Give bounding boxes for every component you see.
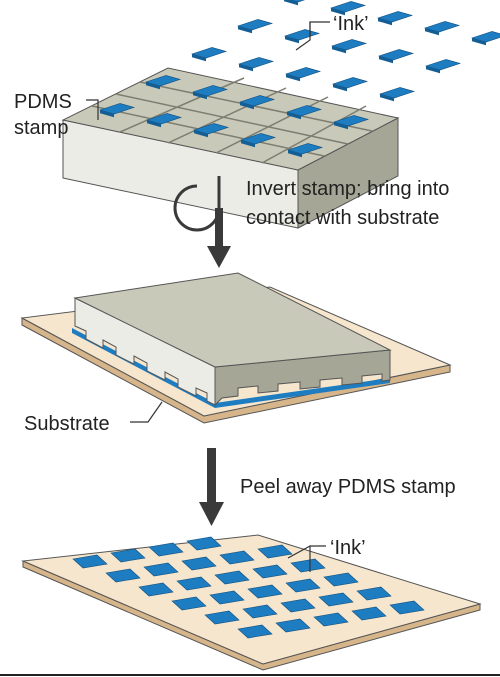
ink-dot [290, 558, 326, 573]
ink-dot [323, 572, 359, 587]
stamp-top-face-inverted [73, 272, 392, 368]
ink-post [238, 95, 276, 110]
ink-post [145, 113, 183, 128]
ink-dot [275, 618, 311, 633]
ink-dot [285, 578, 321, 593]
step1-label-line1: Invert stamp; bring into [246, 178, 449, 200]
ink-dot [219, 550, 255, 565]
ink-dot [171, 596, 207, 611]
stamp-front-face-inverted [74, 297, 216, 406]
ink-dot [280, 598, 316, 613]
ink-dot [138, 582, 174, 597]
ink-post [237, 57, 275, 72]
ink-dot [318, 592, 354, 607]
ink-dot [242, 604, 278, 619]
ink-post [378, 87, 416, 102]
ink-label-top: ‘Ink’ [333, 13, 369, 35]
ink-post [98, 103, 136, 118]
ink-dot [181, 556, 217, 571]
ink-post [283, 29, 321, 44]
final-substrate-top [21, 534, 482, 665]
ink-post [236, 19, 274, 34]
patterned-substrate [21, 534, 482, 671]
ink-post [423, 21, 461, 36]
substrate-label: Substrate [24, 413, 110, 435]
down-arrow-icon-2 [199, 448, 224, 526]
ink-post [192, 123, 230, 138]
ink-post [424, 59, 462, 74]
transferred-ink-side [215, 378, 390, 408]
ink-post [190, 47, 228, 62]
pdms-label-line1: PDMS [14, 91, 72, 113]
ink-dot [313, 612, 349, 627]
ink-dot [110, 548, 146, 563]
down-arrow-icon [207, 208, 231, 268]
step2-label: Peel away PDMS stamp [240, 476, 456, 498]
stamp-trenches [91, 77, 373, 164]
stamp-right-face-inverted [214, 349, 391, 407]
ink-post [285, 105, 323, 120]
ink-post [470, 31, 500, 46]
stamp-on-substrate [20, 272, 452, 424]
ink-dot [105, 568, 141, 583]
ink-dot [204, 610, 240, 625]
ink-dot [148, 542, 184, 557]
ink-dot [257, 544, 293, 559]
ink-post [144, 75, 182, 90]
stamp-ink-posts [98, 0, 500, 158]
ink-dot [389, 600, 425, 615]
ink-post [377, 49, 415, 64]
ink-dot [356, 586, 392, 601]
ink-dot [176, 576, 212, 591]
step1-label-line2: contact with substrate [246, 207, 439, 229]
ink-dot [72, 554, 108, 569]
ink-post [239, 133, 277, 148]
ink-dot [209, 590, 245, 605]
ink-post [191, 85, 229, 100]
ink-post [332, 115, 370, 130]
ink-dot [247, 584, 283, 599]
ink-label-bottom: ‘Ink’ [330, 537, 366, 559]
ink-pattern [72, 536, 425, 639]
pdms-label-line2: stamp [14, 117, 68, 139]
substrate-leader [130, 401, 163, 423]
ink-leader-bottom-2 [287, 545, 311, 559]
pdms-leader [86, 99, 99, 120]
ink-post [284, 67, 322, 82]
ink-post [330, 39, 368, 54]
ink-dot [237, 624, 273, 639]
ink-post [376, 11, 414, 26]
ink-dot [143, 562, 179, 577]
ink-dot [252, 564, 288, 579]
ink-dot [186, 536, 222, 551]
ink-post [286, 143, 324, 158]
ink-dot [214, 570, 250, 585]
ink-dot [351, 606, 387, 621]
ink-post [329, 1, 367, 16]
ink-post [331, 77, 369, 92]
inked-pdms-stamp [61, 0, 500, 229]
ink-post [284, 0, 306, 6]
